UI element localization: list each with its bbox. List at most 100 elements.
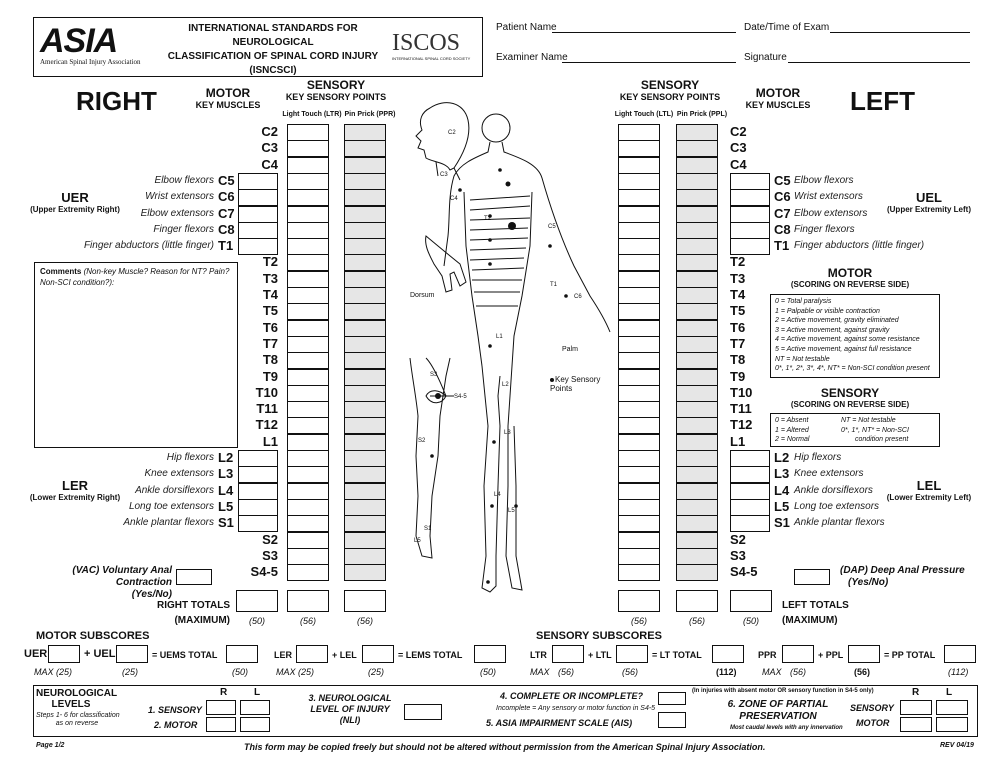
left-pp-l4[interactable] [676,483,718,500]
left-lt-c3[interactable] [618,140,660,157]
left-pp-l2[interactable] [676,450,718,467]
left-pp-c6[interactable] [676,189,718,206]
right-pp-t5[interactable] [344,303,386,320]
right-pp-t3[interactable] [344,271,386,288]
left-pp-t3[interactable] [676,271,718,288]
date-field[interactable] [830,32,970,33]
right-pp-total[interactable] [344,590,386,612]
left-pp-c4[interactable] [676,157,718,174]
left-motor-l3[interactable] [730,466,770,483]
right-pp-t12[interactable] [344,417,386,434]
left-pp-c3[interactable] [676,140,718,157]
left-motor-c6[interactable] [730,189,770,206]
right-lt-l2[interactable] [287,450,329,467]
left-motor-l4[interactable] [730,483,770,500]
right-lt-c5[interactable] [287,173,329,190]
complete-input[interactable] [658,692,686,705]
right-pp-t2[interactable] [344,254,386,271]
left-lt-c2[interactable] [618,124,660,141]
right-pp-t4[interactable] [344,287,386,304]
right-lt-t5[interactable] [287,303,329,320]
lel-subscore[interactable] [362,645,394,663]
motor-level-r[interactable] [206,717,236,732]
right-pp-c4[interactable] [344,157,386,174]
right-lt-t4[interactable] [287,287,329,304]
right-pp-t10[interactable] [344,385,386,402]
right-lt-t9[interactable] [287,369,329,386]
right-pp-l2[interactable] [344,450,386,467]
left-pp-t4[interactable] [676,287,718,304]
left-lt-t1[interactable] [618,238,660,255]
left-pp-c5[interactable] [676,173,718,190]
right-pp-s45[interactable] [344,564,386,581]
left-pp-t9[interactable] [676,369,718,386]
left-lt-c6[interactable] [618,189,660,206]
right-lt-c7[interactable] [287,206,329,223]
right-pp-t8[interactable] [344,352,386,369]
left-lt-t5[interactable] [618,303,660,320]
right-lt-l1[interactable] [287,434,329,451]
left-lt-t8[interactable] [618,352,660,369]
left-motor-c5[interactable] [730,173,770,190]
ppl-subscore[interactable] [848,645,880,663]
right-lt-c6[interactable] [287,189,329,206]
left-lt-c7[interactable] [618,206,660,223]
left-pp-t6[interactable] [676,320,718,337]
left-motor-t1[interactable] [730,238,770,255]
left-lt-t6[interactable] [618,320,660,337]
signature-field[interactable] [788,62,970,63]
right-pp-s2[interactable] [344,532,386,549]
zpp-motor-l[interactable] [936,717,968,732]
ppr-subscore[interactable] [782,645,814,663]
right-pp-t7[interactable] [344,336,386,353]
sensory-level-r[interactable] [206,700,236,715]
left-pp-t12[interactable] [676,417,718,434]
left-lt-t3[interactable] [618,271,660,288]
left-pp-t5[interactable] [676,303,718,320]
right-lt-s2[interactable] [287,532,329,549]
right-lt-c8[interactable] [287,222,329,239]
right-lt-c2[interactable] [287,124,329,141]
zpp-sensory-l[interactable] [936,700,968,715]
right-motor-c7[interactable] [238,206,278,223]
right-pp-t9[interactable] [344,369,386,386]
right-pp-c8[interactable] [344,222,386,239]
right-pp-s1[interactable] [344,515,386,532]
right-pp-l4[interactable] [344,483,386,500]
ler-subscore[interactable] [296,645,328,663]
right-pp-c2[interactable] [344,124,386,141]
left-motor-c7[interactable] [730,206,770,223]
lt-total[interactable] [712,645,744,663]
left-lt-c4[interactable] [618,157,660,174]
left-pp-s1[interactable] [676,515,718,532]
patient-name-field[interactable] [552,32,736,33]
right-lt-t6[interactable] [287,320,329,337]
right-pp-c6[interactable] [344,189,386,206]
left-lt-t9[interactable] [618,369,660,386]
right-lt-t3[interactable] [287,271,329,288]
right-lt-t8[interactable] [287,352,329,369]
ltl-subscore[interactable] [616,645,648,663]
right-pp-l1[interactable] [344,434,386,451]
left-pp-t7[interactable] [676,336,718,353]
ltr-subscore[interactable] [552,645,584,663]
right-lt-l3[interactable] [287,466,329,483]
left-lt-s1[interactable] [618,515,660,532]
left-lt-l1[interactable] [618,434,660,451]
left-lt-t10[interactable] [618,385,660,402]
left-lt-s45[interactable] [618,564,660,581]
right-motor-total[interactable] [236,590,278,612]
left-pp-t1[interactable] [676,238,718,255]
left-lt-total[interactable] [618,590,660,612]
left-pp-total[interactable] [676,590,718,612]
uems-total[interactable] [226,645,258,663]
right-lt-s45[interactable] [287,564,329,581]
left-lt-t7[interactable] [618,336,660,353]
left-lt-c8[interactable] [618,222,660,239]
left-lt-t4[interactable] [618,287,660,304]
sensory-level-l[interactable] [240,700,270,715]
right-pp-c3[interactable] [344,140,386,157]
left-pp-t10[interactable] [676,385,718,402]
left-pp-t8[interactable] [676,352,718,369]
right-lt-t12[interactable] [287,417,329,434]
